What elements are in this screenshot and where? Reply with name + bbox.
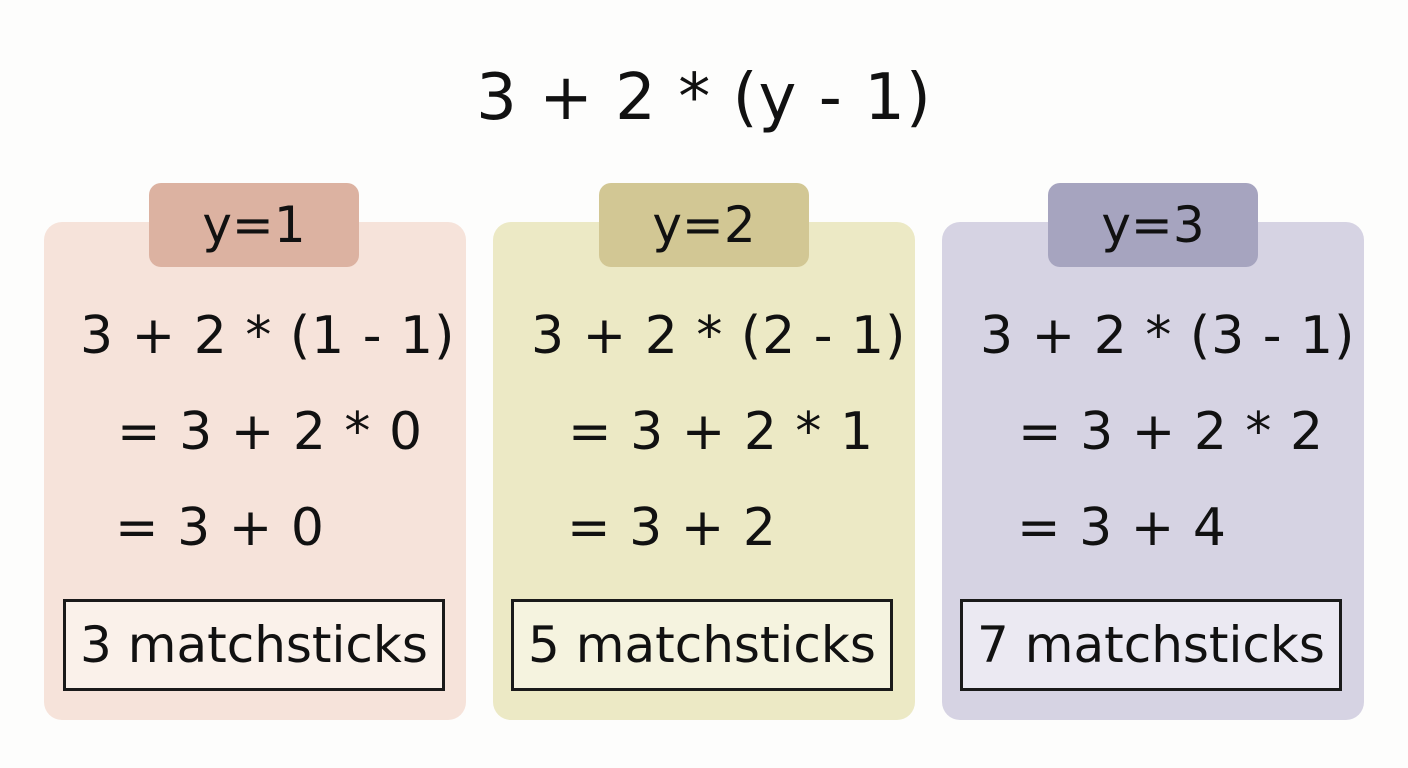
- panel-y2-substitution: 3 + 2 * (2 - 1): [531, 306, 907, 366]
- panel-y3-add-step: = 3 + 4: [1017, 498, 1227, 558]
- panel-y2-add-step: = 3 + 2: [567, 498, 777, 558]
- panel-y3-result: 7 matchsticks: [960, 599, 1342, 691]
- panel-y3-label: y=3: [1048, 183, 1258, 267]
- panel-y1-result: 3 matchsticks: [63, 599, 445, 691]
- panel-y3-substitution: 3 + 2 * (3 - 1): [980, 306, 1356, 366]
- panel-y3-multiply-step: = 3 + 2 * 2: [1018, 402, 1325, 462]
- panel-y2-result: 5 matchsticks: [511, 599, 893, 691]
- expression-title: 3 + 2 * (y - 1): [476, 61, 932, 135]
- panel-y2-multiply-step: = 3 + 2 * 1: [568, 402, 875, 462]
- panel-y2-label: y=2: [599, 183, 809, 267]
- panel-y1-label: y=1: [149, 183, 359, 267]
- panel-y1-multiply-step: = 3 + 2 * 0: [117, 402, 424, 462]
- panel-y1-substitution: 3 + 2 * (1 - 1): [80, 306, 456, 366]
- panel-y1-add-step: = 3 + 0: [115, 498, 325, 558]
